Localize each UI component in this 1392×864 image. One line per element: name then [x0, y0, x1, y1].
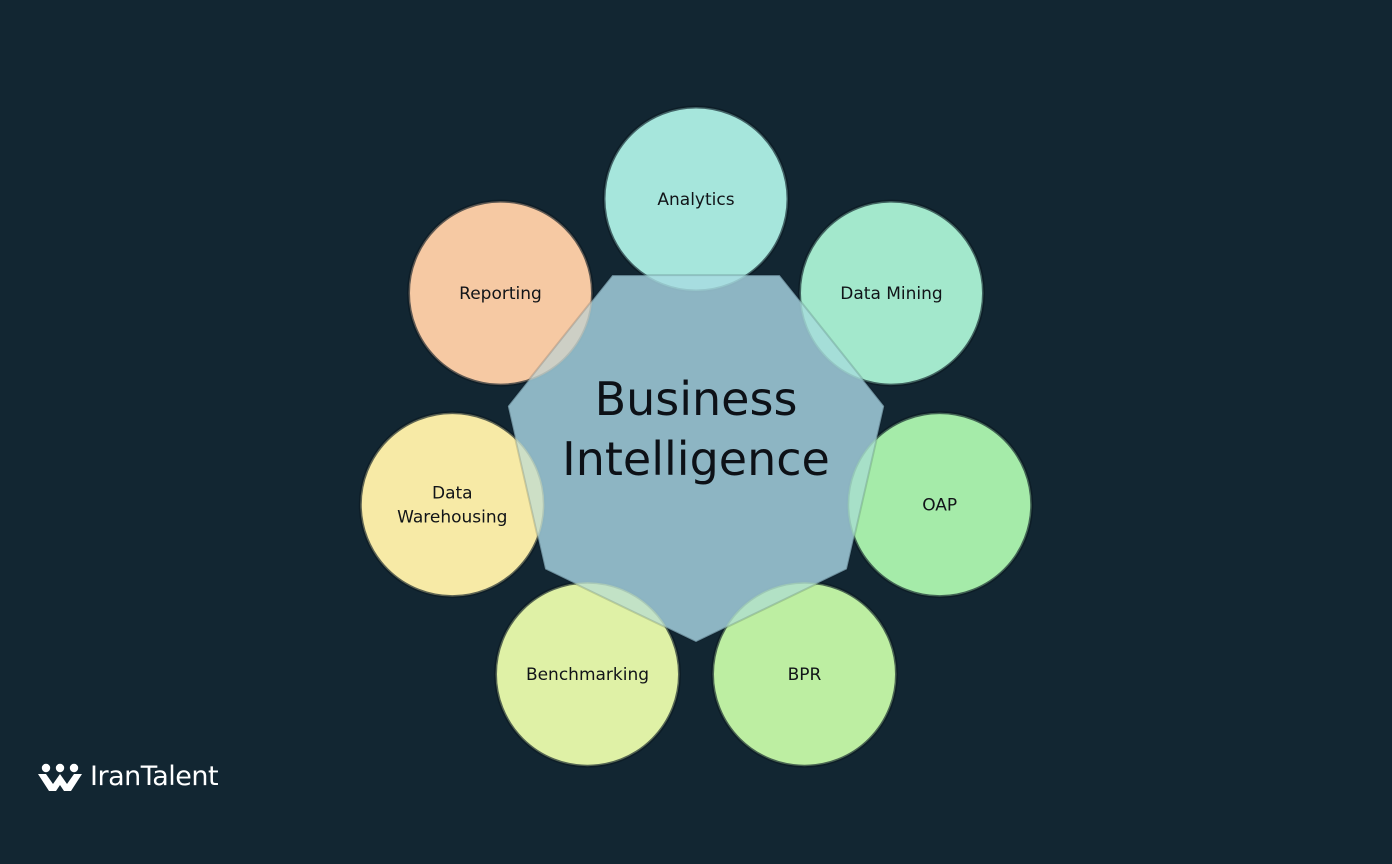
node-overlap-data-warehousing — [360, 412, 545, 597]
node-label-data-mining: Data Mining — [840, 284, 942, 304]
irantalent-logo: IranTalent — [36, 760, 219, 794]
node-label-benchmarking: Benchmarking — [526, 665, 649, 685]
node-label-bpr: BPR — [788, 665, 822, 685]
node-circle-reporting — [407, 199, 594, 387]
node-circle-data-mining — [798, 199, 985, 387]
irantalent-logo-text: IranTalent — [90, 761, 219, 792]
node-label-oap: OAP — [922, 496, 957, 516]
center-shape — [506, 274, 886, 644]
node-overlap-benchmarking — [495, 582, 680, 767]
node-label-reporting: Reporting — [459, 284, 542, 304]
node-overlap-data-mining — [799, 201, 984, 386]
node-label-data-warehousing: Data — [432, 484, 473, 504]
node-overlap-reporting — [408, 201, 593, 386]
node-overlap-analytics — [604, 107, 788, 291]
node-overlap-bpr — [712, 582, 897, 767]
node-overlap-oap — [847, 412, 1032, 597]
center-title-line: Intelligence — [562, 432, 830, 486]
irantalent-logo-icon — [38, 763, 82, 791]
center-title-line: Business — [595, 372, 798, 426]
node-label-analytics: Analytics — [657, 190, 734, 210]
node-label-data-warehousing: Warehousing — [397, 508, 507, 528]
